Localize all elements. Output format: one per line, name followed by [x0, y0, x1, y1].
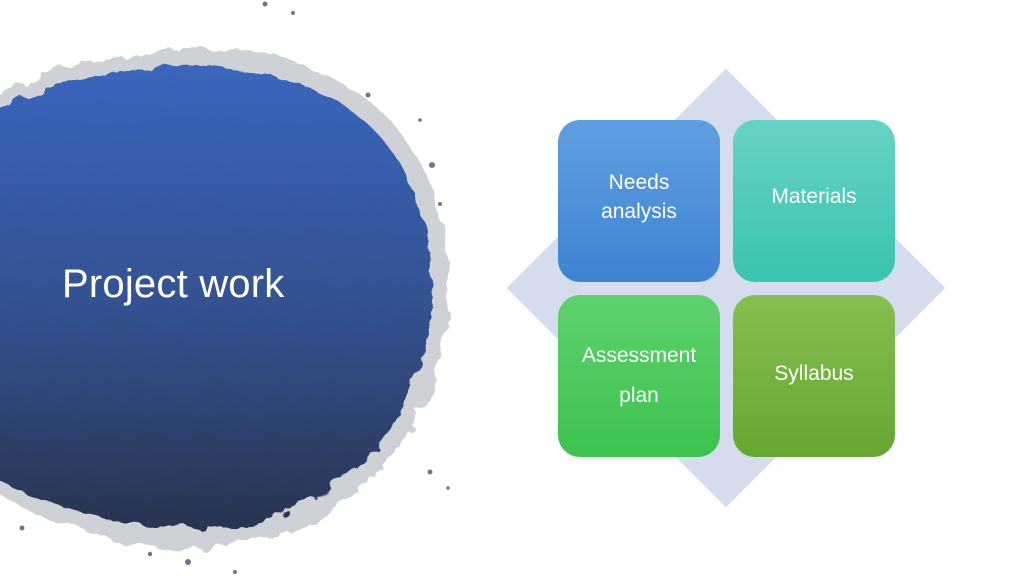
tile-label-line: analysis: [601, 200, 677, 223]
tile-label-line: plan: [619, 384, 659, 407]
tile-needs-analysis: Needs analysis: [558, 120, 720, 282]
tile-materials: Materials: [733, 120, 895, 282]
slide-title: Project work: [62, 262, 285, 306]
tile-label-line: Needs: [608, 171, 670, 194]
tile-label-line: Assessment: [581, 344, 697, 367]
paint-splash-shape: [0, 1, 450, 574]
tile-syllabus: Syllabus: [733, 295, 895, 457]
tile-label-line: Syllabus: [774, 362, 854, 385]
tile-label-line: Materials: [771, 185, 857, 208]
tile-assessment-plan: Assessment plan: [558, 295, 720, 457]
